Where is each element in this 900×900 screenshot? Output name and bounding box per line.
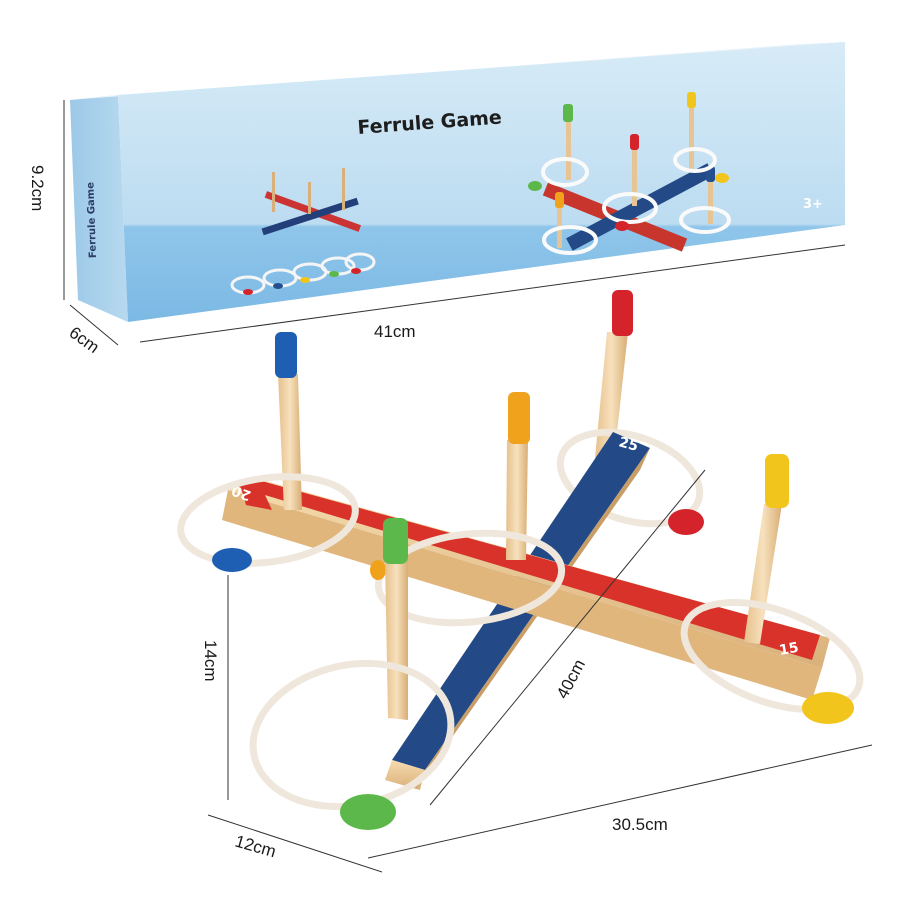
peg-yellow	[744, 454, 789, 644]
ring-blue-peg	[177, 473, 359, 567]
box-illustration-large	[528, 92, 731, 255]
game-diagonal-label: 40cm	[553, 656, 589, 702]
peg-orange	[506, 392, 530, 560]
peg-blue	[275, 332, 302, 510]
product-box: Ferrule Game Ferrule Game 3+	[70, 42, 845, 322]
peg-red	[595, 290, 633, 460]
ring-red-peg	[556, 428, 704, 528]
peg-green	[383, 518, 408, 720]
box-height-label: 9.2cm	[28, 165, 47, 211]
box-length-label: 41cm	[374, 322, 416, 341]
ring-bead-blue	[212, 548, 252, 572]
box-side-panel	[70, 95, 128, 322]
game-width-label: 30.5cm	[612, 815, 668, 834]
ring-bead-red	[668, 509, 704, 535]
ring-yellow-peg	[680, 599, 864, 713]
ring-toss-game: 25 30 10 20 15	[177, 290, 864, 830]
ring-bead-orange	[370, 560, 386, 580]
box-illustration-small	[230, 168, 376, 295]
ring-orange-peg	[374, 529, 566, 627]
score-back: 25	[617, 434, 640, 454]
ring-bead-green	[340, 794, 396, 830]
ring-bead-yellow	[802, 692, 854, 724]
score-right: 15	[778, 640, 800, 659]
box-age-badge: 3+	[803, 197, 823, 212]
score-front: 10	[355, 732, 378, 752]
red-bar: 20 15	[222, 478, 830, 700]
box-front-face	[118, 42, 845, 322]
game-height-label: 14cm	[201, 640, 220, 682]
box-side-title: Ferrule Game	[85, 182, 99, 259]
